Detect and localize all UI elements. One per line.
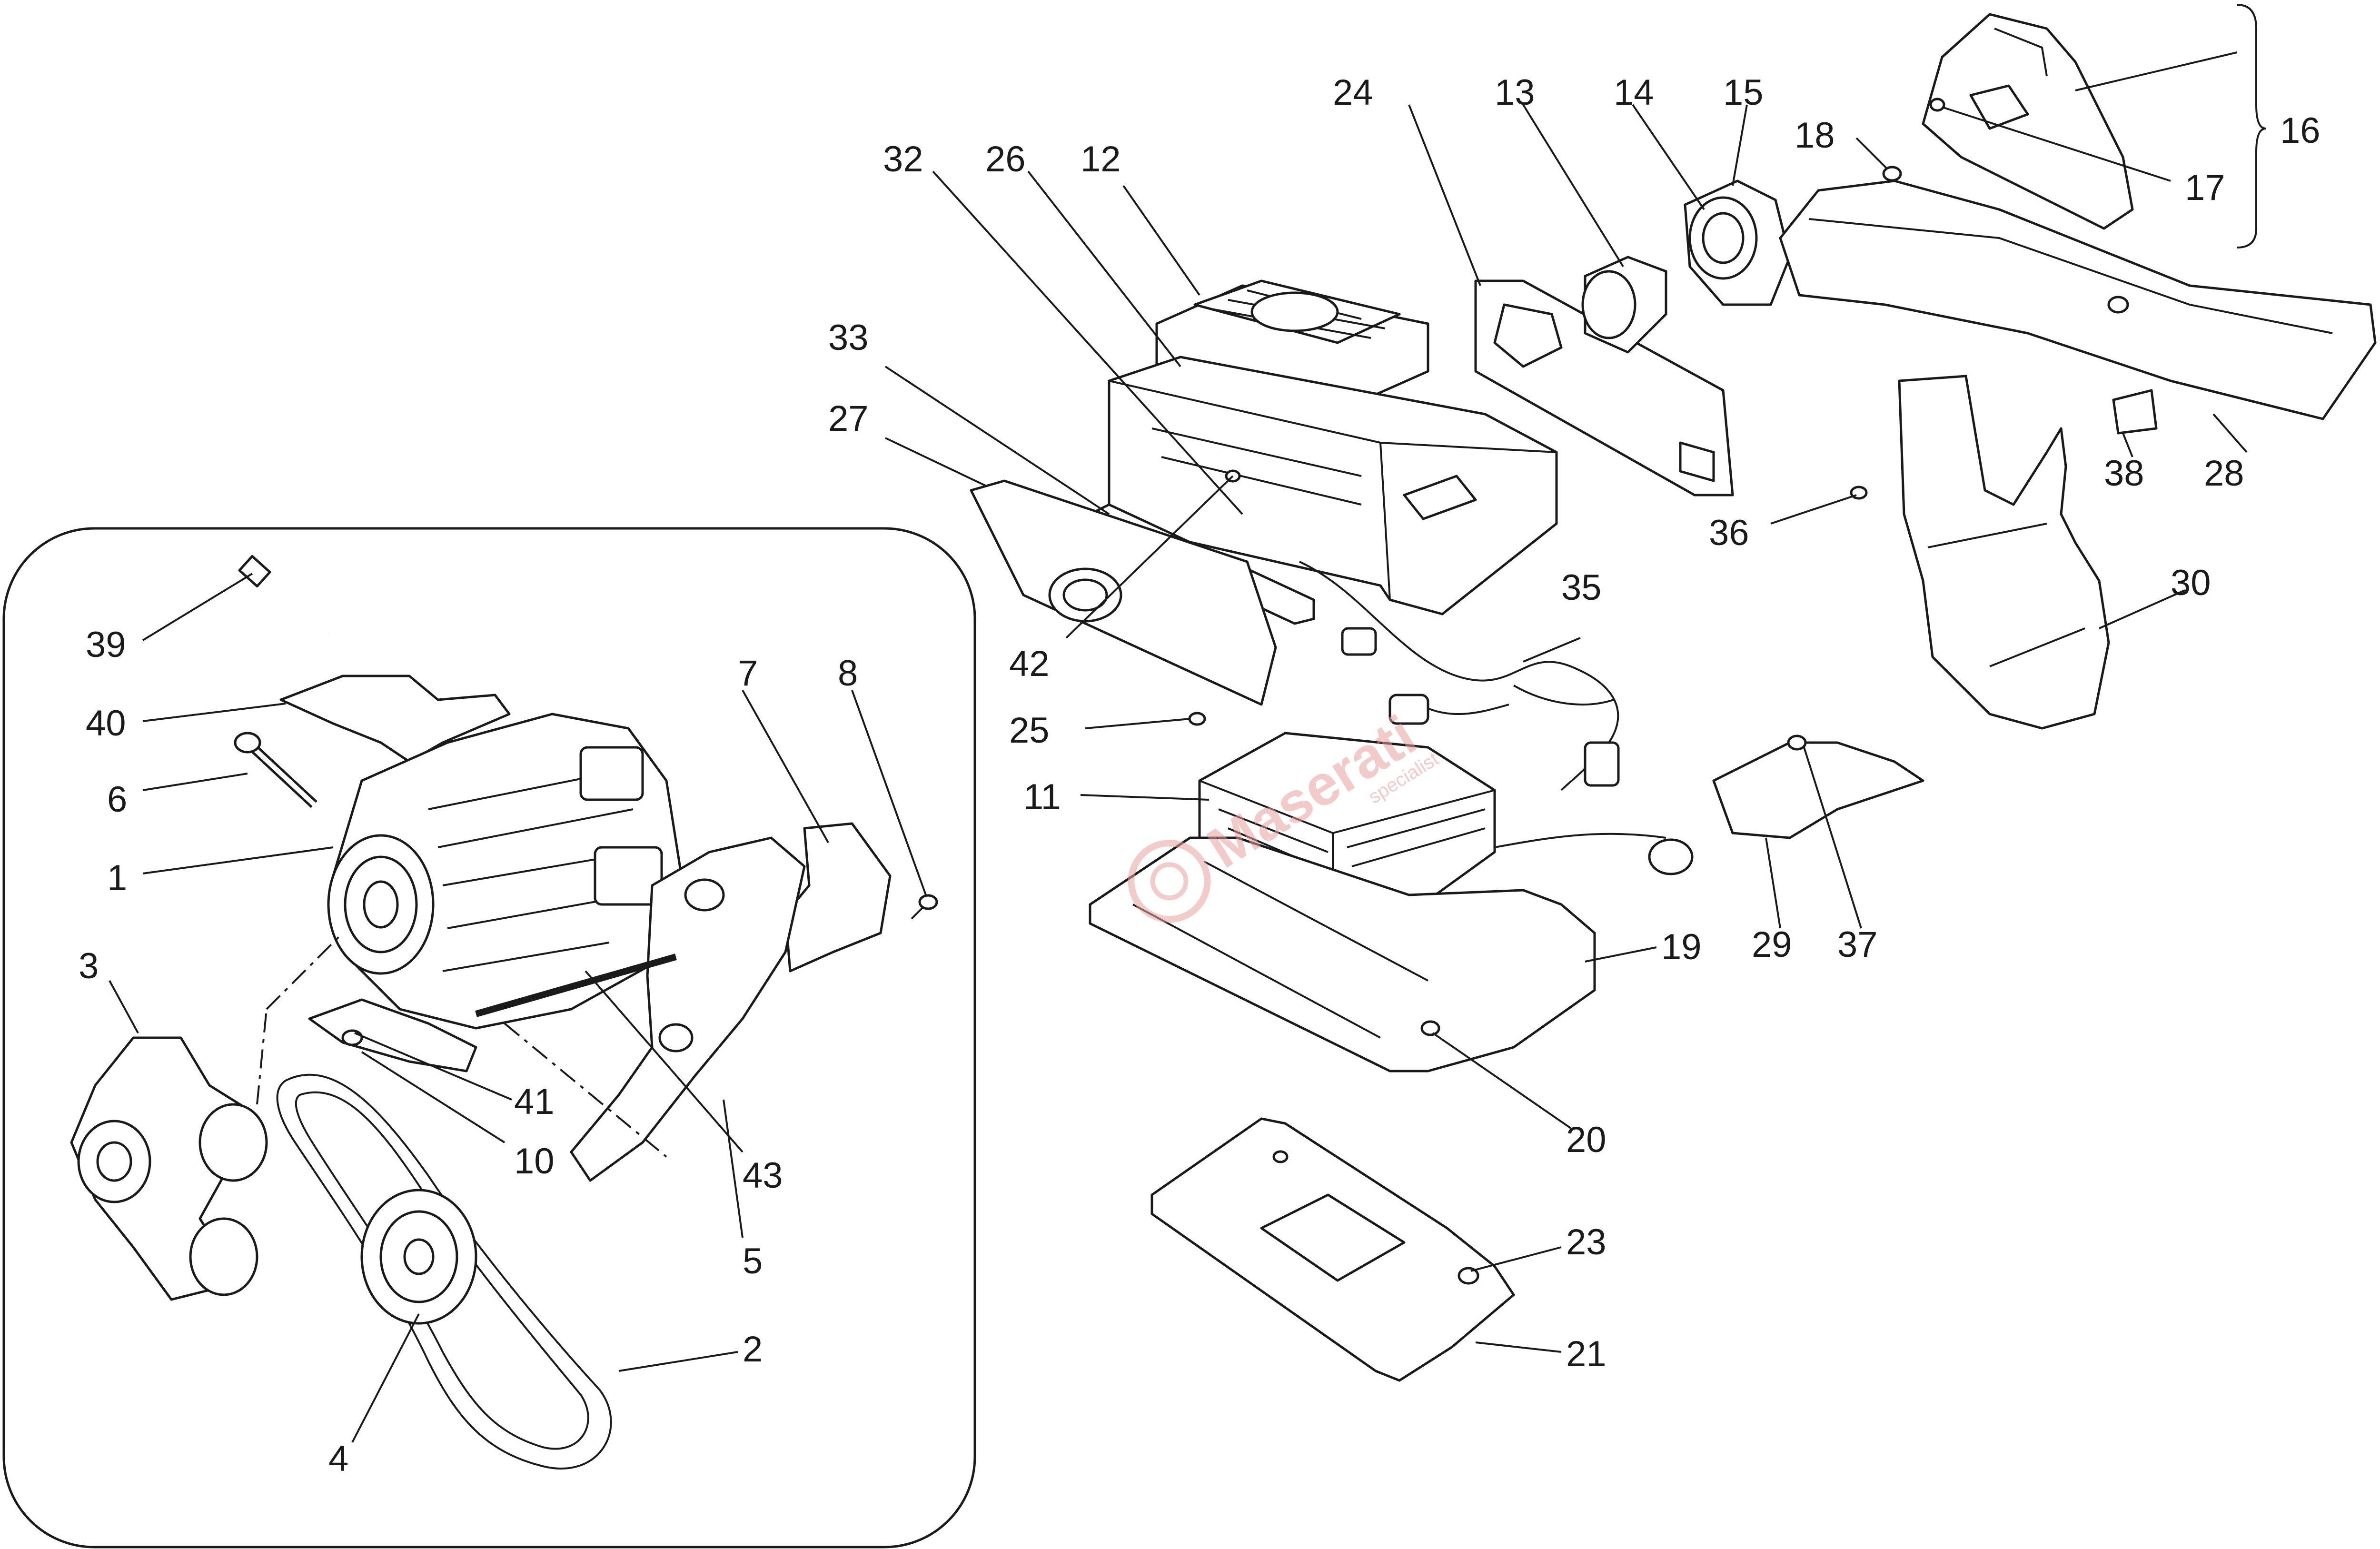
- part-21-skid-plate: [1150, 1117, 1515, 1382]
- part-16-bracket: [1922, 13, 2134, 230]
- part-37-screw: [1787, 735, 1807, 751]
- part-3-tensioner: [70, 1036, 268, 1301]
- part-40-bracket: [279, 675, 511, 763]
- callout-25: 25: [1009, 710, 1050, 751]
- leader-lines: [109, 4, 2266, 1443]
- part-43-rod: [475, 953, 677, 1017]
- callout-5: 5: [743, 1241, 763, 1281]
- callout-38: 38: [2104, 453, 2144, 494]
- callout-20: 20: [1566, 1120, 1606, 1160]
- callout-26: 26: [985, 139, 1026, 179]
- callout-40: 40: [86, 703, 126, 744]
- callout-32: 32: [883, 139, 923, 179]
- callout-13: 13: [1495, 72, 1535, 113]
- callout-29: 29: [1752, 924, 1792, 965]
- part-8-screw: [911, 894, 938, 920]
- callout-7: 7: [738, 653, 758, 694]
- callout-2: 2: [743, 1329, 763, 1370]
- part-4-pulley: [360, 1189, 477, 1325]
- callout-24: 24: [1333, 72, 1373, 113]
- callout-16: 16: [2280, 110, 2320, 151]
- callout-6: 6: [107, 779, 127, 820]
- callout-19: 19: [1661, 927, 1702, 967]
- part-7-bracket: [784, 822, 892, 973]
- part-27-panel: [970, 479, 1277, 706]
- callout-36: 36: [1709, 513, 1749, 553]
- part-17-screw: [1929, 98, 1945, 112]
- callout-17: 17: [2185, 168, 2225, 208]
- callout-11: 11: [1023, 777, 1061, 817]
- callout-14: 14: [1614, 72, 1654, 113]
- callout-1: 1: [107, 858, 127, 898]
- callout-23: 23: [1566, 1222, 1606, 1262]
- callout-labels: 39 40 6 1 3 7 8 41 10 43 5 2 4 32 26 12 …: [79, 72, 2320, 1479]
- part-1-alternator: [327, 713, 682, 1030]
- part-38-fastener: [2107, 296, 2158, 435]
- callout-43: 43: [743, 1155, 783, 1196]
- callout-28: 28: [2204, 453, 2244, 494]
- callout-10: 10: [514, 1141, 555, 1182]
- part-5-mounting-bracket: [570, 836, 806, 1182]
- callout-21: 21: [1566, 1334, 1606, 1374]
- part-6-bolt: [234, 732, 317, 808]
- callout-27: 27: [828, 398, 869, 439]
- callout-18: 18: [1795, 115, 1835, 156]
- alternator-inset-frame: [2, 527, 976, 1549]
- callout-39: 39: [86, 625, 126, 665]
- part-14-15-duct-elbow: [1684, 179, 1791, 306]
- callout-37: 37: [1837, 924, 1878, 965]
- part-19-tray: [1089, 836, 1596, 1072]
- callout-42: 42: [1009, 644, 1050, 684]
- part-25-screw: [1188, 712, 1206, 726]
- part-39-long-bolt: [238, 555, 331, 635]
- callout-30: 30: [2171, 563, 2211, 603]
- part-2-belt: [276, 1073, 612, 1470]
- part-28-duct: [1779, 179, 2377, 420]
- part-26-housing: [1108, 356, 1558, 616]
- callout-35: 35: [1561, 567, 1602, 608]
- callout-4: 4: [328, 1439, 348, 1479]
- callout-3: 3: [79, 946, 99, 986]
- callout-41: 41: [514, 1082, 555, 1122]
- callout-12: 12: [1081, 139, 1121, 179]
- callout-8: 8: [838, 653, 858, 694]
- part-30-duct: [1898, 375, 2110, 730]
- callout-33: 33: [828, 318, 869, 358]
- callout-15: 15: [1723, 72, 1764, 113]
